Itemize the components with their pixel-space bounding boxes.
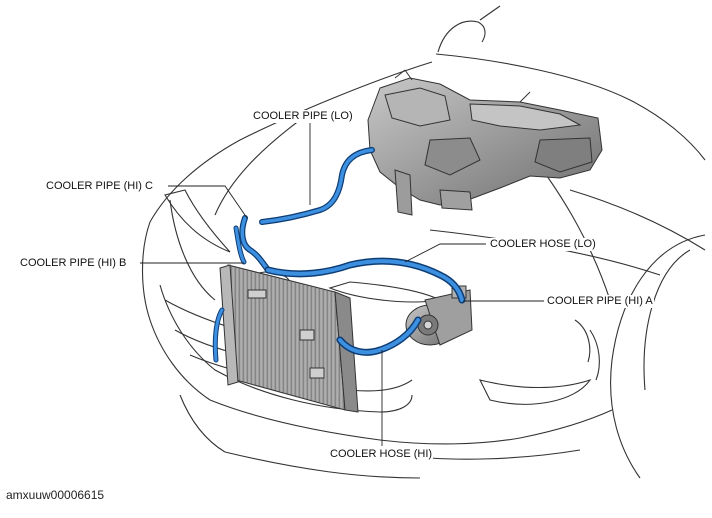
compressor — [405, 285, 473, 346]
label-cooler-pipe-lo: COOLER PIPE (LO) — [252, 110, 354, 123]
leader-cooler-hose-lo — [404, 243, 486, 263]
image-code: amxuuw00006615 — [6, 488, 105, 502]
hvac-unit — [367, 69, 603, 216]
car-body-outline — [142, 5, 706, 479]
label-cooler-hose-hi: COOLER HOSE (HI) — [329, 448, 434, 461]
label-cooler-pipe-hi-b: COOLER PIPE (HI) B — [19, 257, 128, 270]
label-cooler-hose-lo: COOLER HOSE (LO) — [489, 238, 597, 251]
label-cooler-pipe-hi-c: COOLER PIPE (HI) C — [45, 180, 154, 193]
leader-cooler-pipe-hi-c — [168, 185, 248, 219]
label-cooler-pipe-hi-a: COOLER PIPE (HI) A — [546, 295, 654, 308]
leader-lines — [140, 122, 544, 446]
condenser — [219, 264, 359, 413]
refrigerant-pipes — [212, 147, 466, 363]
